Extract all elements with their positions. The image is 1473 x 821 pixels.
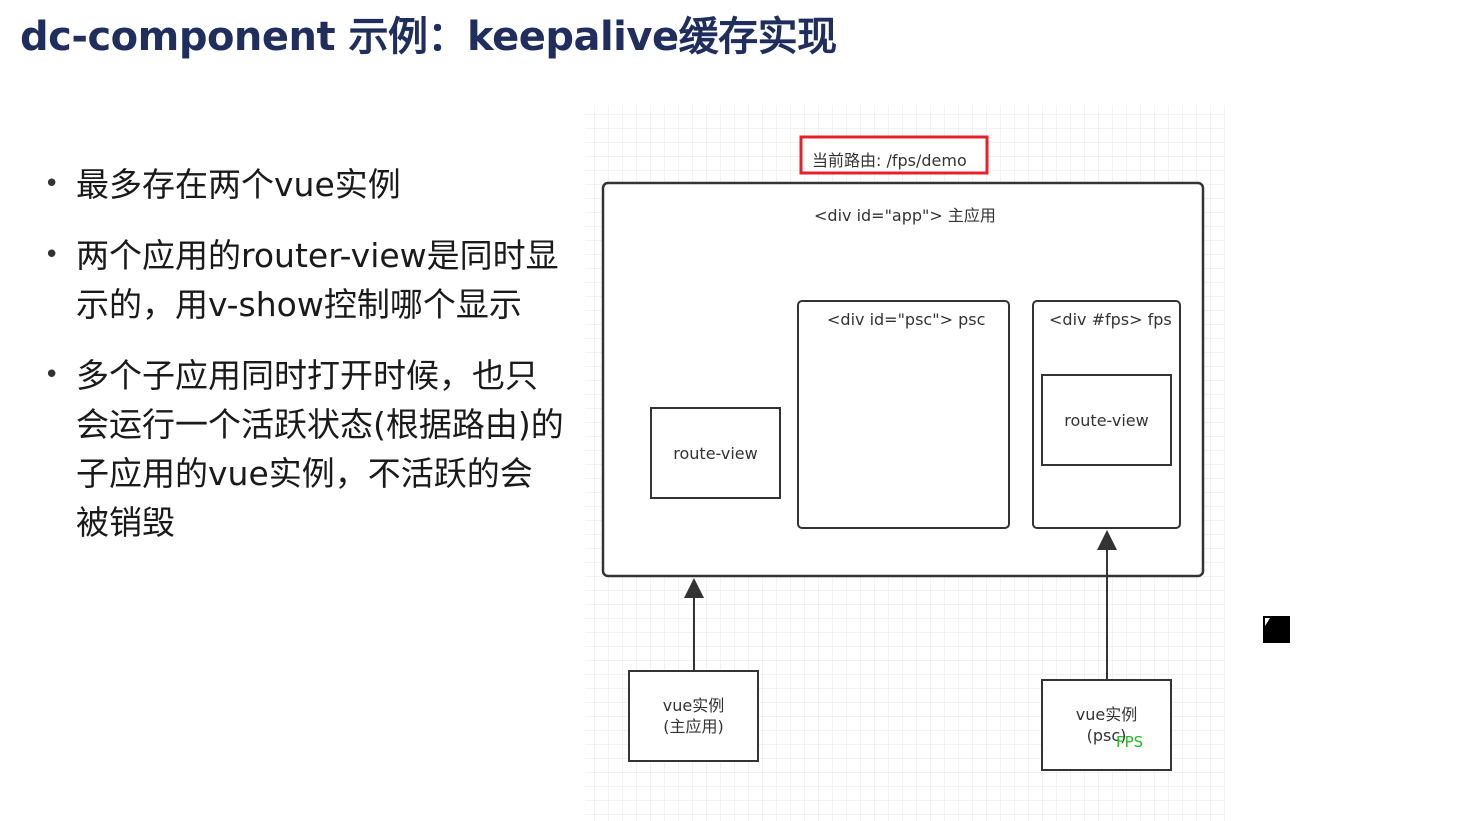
slide-title: dc-component 示例：keepalive缓存实现	[20, 14, 837, 60]
current-route-label: 当前路由: /fps/demo	[812, 151, 967, 170]
bullet-list: 最多存在两个vue实例 两个应用的router-view是同时显示的，用v-sh…	[44, 160, 564, 569]
vue-main-label: vue实例 (主应用)	[629, 671, 758, 761]
bullet-item: 两个应用的router-view是同时显示的，用v-show控制哪个显示	[44, 231, 564, 329]
vue-main-line2: (主应用)	[663, 717, 724, 736]
vue-main-line1: vue实例	[662, 696, 725, 715]
current-route-box	[799, 135, 989, 175]
vue-psc-box	[1041, 679, 1172, 771]
diagram-canvas	[585, 105, 1225, 821]
route-view-main-box	[650, 407, 781, 499]
fps-div-label: <div #fps> fps	[1049, 310, 1172, 329]
route-view-fps-label: route-view	[1064, 410, 1149, 430]
architecture-diagram: 当前路由: /fps/demo <div id="app"> 主应用 <div …	[580, 100, 1230, 821]
psc-container	[797, 300, 1010, 529]
cursor-icon	[1263, 616, 1290, 643]
bullet-item: 最多存在两个vue实例	[44, 160, 564, 209]
app-div-label: <div id="app"> 主应用	[814, 206, 996, 225]
vue-psc-line2: (psc)	[1086, 726, 1127, 745]
route-view-main-label: route-view	[673, 443, 758, 463]
vue-psc-line1: vue实例	[1075, 705, 1138, 724]
psc-div-label: <div id="psc"> psc	[827, 310, 986, 329]
bullet-item: 多个子应用同时打开时候，也只会运行一个活跃状态(根据路由)的子应用的vue实例，…	[44, 351, 564, 547]
fps-overlay: FPS	[1116, 733, 1144, 751]
vue-psc-label: vue实例 (psc)	[1042, 680, 1171, 770]
route-view-fps-box	[1041, 374, 1172, 466]
